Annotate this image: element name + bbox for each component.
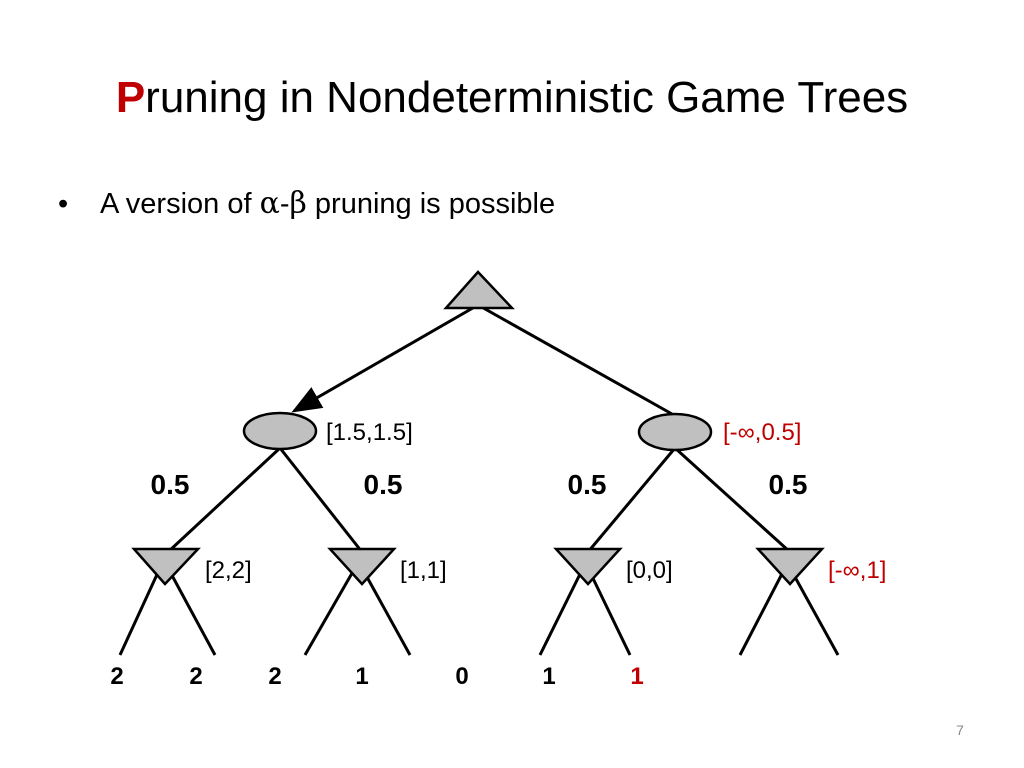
edge-min2-leaf-b (360, 567, 412, 656)
leaf-value-1: 2 (110, 663, 123, 690)
bullet-dot: • (58, 188, 69, 220)
leaf-value-3: 2 (268, 663, 281, 690)
edge-min2-leaf-a (303, 567, 357, 656)
page-number: 7 (956, 722, 964, 738)
min-1-bound: [2,2] (205, 557, 252, 584)
edge-min1-leaf-b (166, 567, 217, 656)
edge-chance-right-min3 (586, 447, 677, 553)
chance-right-bound: [-∞,0.5] (723, 419, 801, 446)
chance-node-right (637, 412, 713, 452)
edge-min3-leaf-b (586, 567, 632, 656)
leaf-value-2: 2 (189, 663, 202, 690)
bullet-point: • A version of α-β pruning is possible (58, 184, 555, 224)
title-first-letter: P (115, 73, 146, 122)
min-node-4 (755, 547, 825, 586)
leaf-value-6: 1 (542, 663, 555, 690)
edge-root-chance-left (291, 303, 479, 413)
alpha-symbol: α (259, 186, 280, 221)
edge-chance-right-min4 (673, 446, 792, 554)
leaf-value-7: 1 (630, 663, 643, 690)
min-node-1 (131, 547, 201, 586)
prob-label-2: 0.5 (364, 469, 403, 500)
bullet-prefix: A version of (100, 188, 260, 220)
prob-label-4: 0.5 (769, 469, 808, 500)
beta-symbol: β (289, 186, 307, 221)
leaf-value-5: 0 (455, 663, 468, 690)
edge-chance-left-min1 (166, 446, 282, 554)
title-rest: runing in Nondeterministic Game Trees (145, 73, 909, 122)
edge-root-chance-right (477, 303, 673, 416)
edge-chance-left-min2 (278, 447, 364, 553)
leaf-value-4: 1 (355, 663, 368, 690)
bullet-suffix: pruning is possible (306, 188, 556, 220)
edge-min3-leaf-a (538, 567, 585, 656)
min-4-bound: [-∞,1] (828, 557, 886, 584)
edge-min4-leaf-b (788, 567, 840, 656)
prob-label-1: 0.5 (151, 469, 190, 500)
min-3-bound: [0,0] (626, 557, 673, 584)
min-node-3 (553, 547, 623, 586)
chance-node-left (242, 411, 318, 451)
slide-title: Pruning in Nondeterministic Game Trees (0, 70, 1024, 126)
min-2-bound: [1,1] (400, 557, 447, 584)
prob-label-3: 0.5 (568, 469, 607, 500)
edge-min1-leaf-a (118, 567, 162, 656)
edge-min4-leaf-a (738, 567, 787, 656)
min-node-2 (327, 547, 397, 586)
max-root-node (443, 270, 515, 310)
chance-left-bound: [1.5,1.5] (326, 419, 413, 446)
bullet-dash: - (279, 188, 290, 220)
